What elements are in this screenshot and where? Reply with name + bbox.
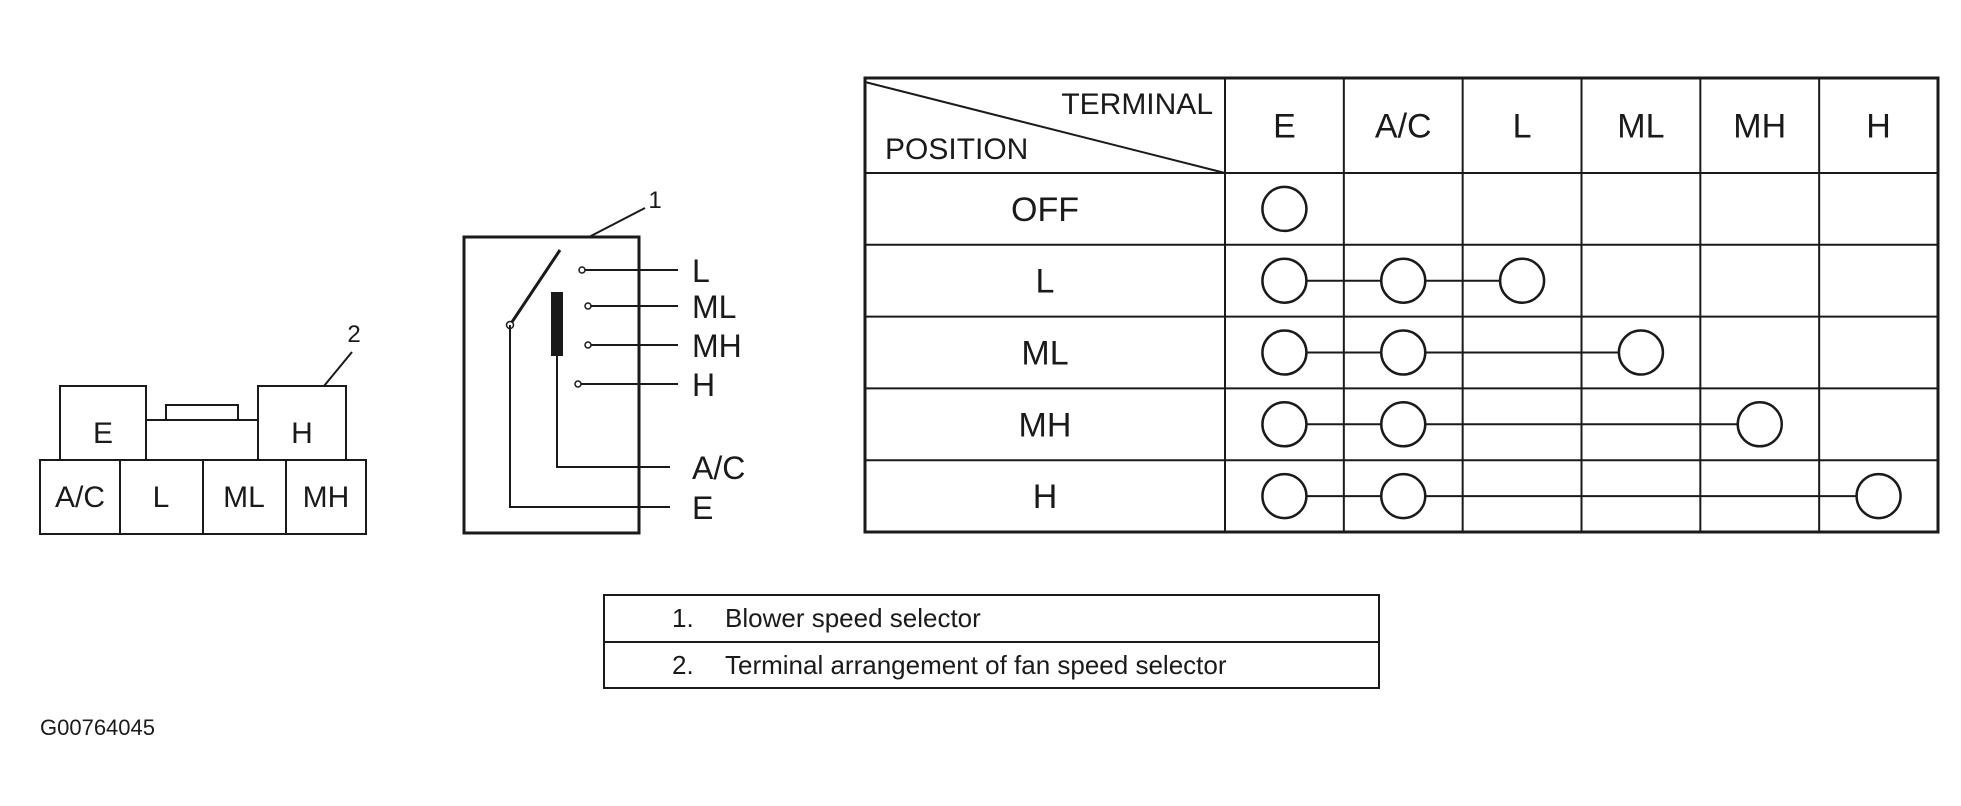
table-frame <box>863 76 1940 534</box>
lead-e <box>509 325 670 508</box>
callout-2-leader <box>323 351 353 387</box>
column-header: ML <box>1617 108 1664 146</box>
lead-ac <box>556 356 670 468</box>
continuity-mark <box>1380 257 1427 304</box>
continuity-table: TERMINAL POSITION E A/C L ML MH H OFF L ML MH H <box>863 76 1940 534</box>
continuity-mark <box>1617 329 1665 376</box>
continuity-mark <box>1855 472 1902 520</box>
continuity-mark <box>1261 185 1308 233</box>
column-header: E <box>1273 108 1296 146</box>
callout-1: 1 <box>648 187 661 214</box>
switch-label-e: E <box>692 490 713 526</box>
continuity-mark <box>1498 257 1546 304</box>
continuity-mark <box>1261 329 1308 376</box>
row-position-label: H <box>1033 478 1058 516</box>
legend-num-1: 1. <box>672 603 694 633</box>
continuity-mark <box>1261 401 1308 448</box>
header-terminal: TERMINAL <box>1061 88 1213 121</box>
header-position: POSITION <box>885 133 1028 166</box>
switch-label-ml: ML <box>692 289 736 325</box>
legend-box: 1. Blower speed selector 2. Terminal arr… <box>603 594 1380 689</box>
legend-text-2: Terminal arrangement of fan speed select… <box>725 650 1227 680</box>
row-position-label: ML <box>1021 335 1068 373</box>
connector-label-mh: MH <box>303 481 350 514</box>
switch-label-ac: A/C <box>692 450 745 486</box>
switch-label-l: L <box>692 253 710 289</box>
continuity-mark <box>1380 401 1427 448</box>
connector-label-ml: ML <box>223 481 265 514</box>
column-header: L <box>1513 108 1532 146</box>
figure-id: G00764045 <box>40 715 155 740</box>
contact-bar-ac <box>551 292 563 356</box>
continuity-mark <box>1261 257 1308 304</box>
switch-label-h: H <box>692 367 715 403</box>
switch-label-mh: MH <box>692 328 742 364</box>
legend-text-1: Blower speed selector <box>725 603 981 633</box>
continuity-mark <box>1261 472 1308 520</box>
connector-label-e: E <box>93 417 113 450</box>
callout-1-leader <box>588 207 646 238</box>
column-header: A/C <box>1375 108 1432 146</box>
connector-label-l: L <box>153 481 170 514</box>
callout-2: 2 <box>347 321 360 348</box>
switch-wiper <box>508 249 562 326</box>
continuity-mark <box>1380 329 1427 376</box>
connector-label-ac: A/C <box>55 481 105 514</box>
continuity-mark <box>1736 401 1783 448</box>
connector-body <box>145 419 259 461</box>
connector-latch <box>165 404 239 421</box>
continuity-mark <box>1380 472 1427 520</box>
header-diagonal <box>864 81 1226 174</box>
row-position-label: MH <box>1019 406 1072 444</box>
column-header: MH <box>1733 108 1786 146</box>
blower-speed-selector-schematic: 1 L ML MH H A/C E <box>462 187 745 535</box>
column-header: H <box>1866 108 1891 146</box>
connector-terminal-arrangement: E H A/C L ML MH 2 <box>39 321 367 535</box>
row-position-label: L <box>1036 263 1055 301</box>
row-position-label: OFF <box>1011 191 1079 229</box>
legend-num-2: 2. <box>672 650 694 680</box>
connector-label-h: H <box>291 417 313 450</box>
